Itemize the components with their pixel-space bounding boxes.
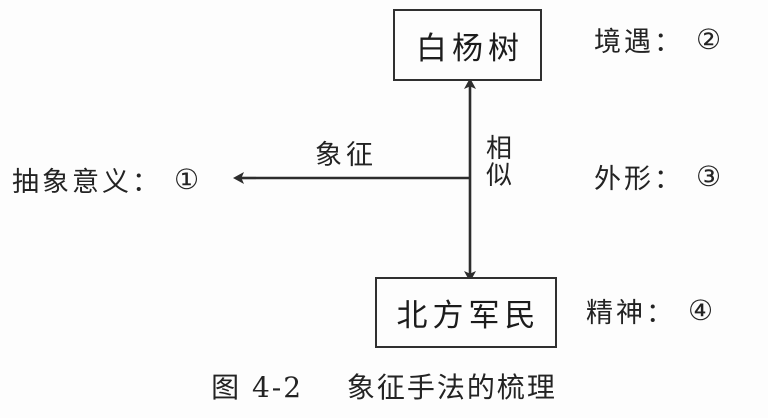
- label-spirit-mark: ④: [688, 294, 714, 327]
- figure-caption-number: 图 4-2: [211, 371, 304, 404]
- node-box-top-label: 白杨树: [416, 30, 524, 67]
- node-box-bottom: 北方军民: [375, 277, 557, 348]
- edge-label-similar: 相似: [485, 134, 512, 191]
- label-shape-text: 外形：: [594, 164, 684, 195]
- label-abstract-meaning-mark: ①: [174, 163, 200, 196]
- figure-caption-title: 象征手法的梳理: [346, 371, 557, 404]
- label-situation-text: 境遇：: [594, 27, 684, 58]
- edge-label-symbolizes: 象征: [315, 140, 377, 171]
- node-box-bottom-label: 北方军民: [396, 298, 541, 334]
- label-spirit-text: 精神：: [586, 298, 676, 329]
- label-spirit: 精神： ④: [586, 291, 713, 330]
- figure-caption: 图 4-2 象征手法的梳理: [0, 366, 768, 406]
- label-shape: 外形： ③: [594, 157, 721, 196]
- label-abstract-meaning-text: 抽象意义：: [12, 167, 162, 198]
- label-situation-mark: ②: [696, 23, 722, 56]
- label-shape-mark: ③: [696, 160, 722, 193]
- label-abstract-meaning: 抽象意义： ①: [12, 160, 199, 199]
- node-box-top: 白杨树: [393, 9, 542, 81]
- label-situation: 境遇： ②: [594, 20, 721, 59]
